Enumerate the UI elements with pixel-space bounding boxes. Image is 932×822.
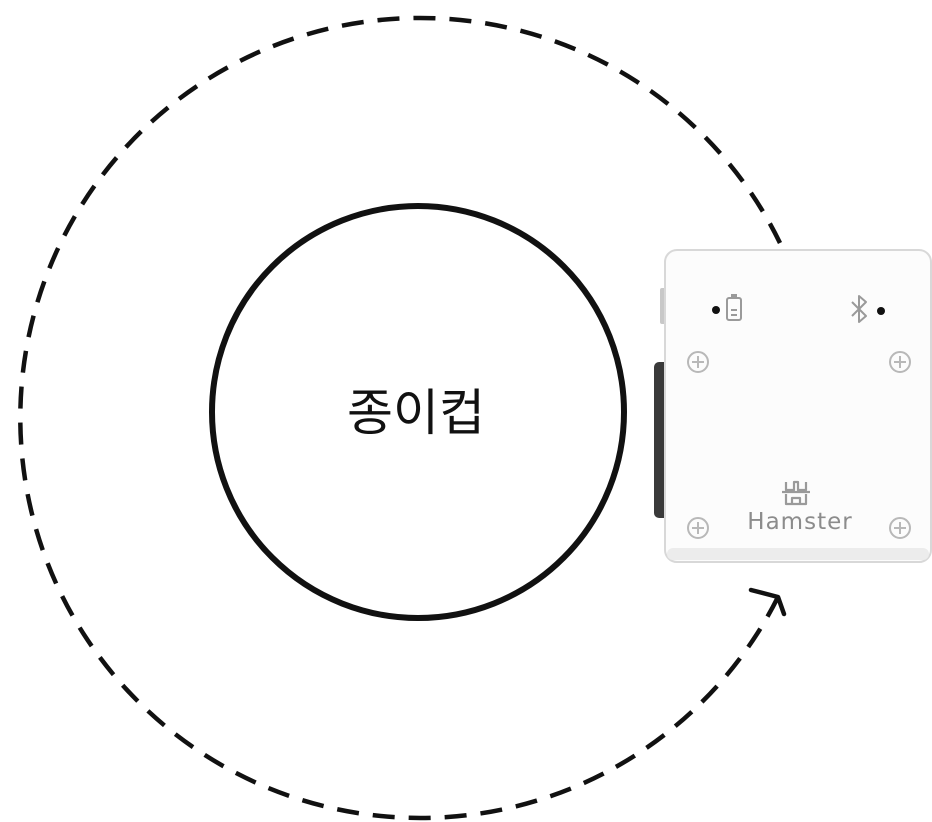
hamster-robot: Hamster [654, 250, 931, 562]
left-led-dot [712, 306, 720, 314]
brand-name: Hamster [747, 509, 852, 535]
direction-arrowhead [751, 590, 784, 614]
paper-cup-label: 종이컵 [347, 384, 485, 442]
robot-body-shadow [667, 548, 929, 560]
paper-cup: 종이컵 [212, 206, 624, 618]
right-led-dot [877, 307, 885, 315]
